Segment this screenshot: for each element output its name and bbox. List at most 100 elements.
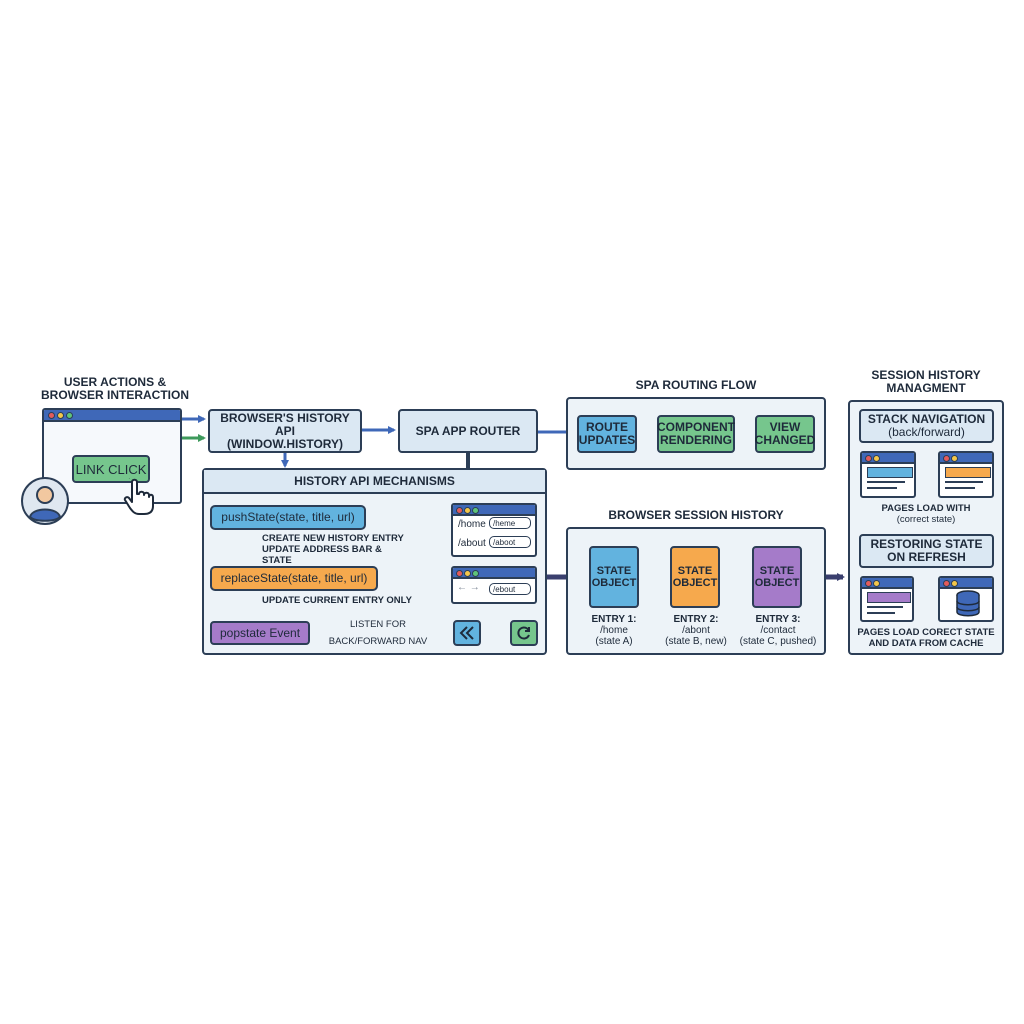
replace-window-dot-green [472, 570, 479, 577]
home-route-label: /home [458, 519, 486, 530]
double-chevron-left-icon [459, 626, 474, 640]
stack-page-window-right [938, 451, 994, 498]
entry3-caption-line3: (state C, pushed) [739, 636, 817, 647]
history-api-line2: (WINDOW.HISTORY) [227, 436, 343, 451]
database-icon [956, 590, 980, 617]
user-title-line1: USER ACTIONS & [63, 375, 167, 389]
entry1-caption-line2: /home [600, 625, 628, 636]
stack-left-line1 [867, 481, 905, 483]
popstate-label: popstate Event [219, 625, 301, 640]
push-result-window: /home /heme /about /aboot [451, 503, 537, 557]
spa-router-label: SPA APP ROUTER [415, 423, 521, 438]
entry2-caption-line2: /abont [682, 625, 710, 636]
push-desc-line1: CREATE NEW HISTORY ENTRY [262, 533, 404, 544]
restore-line-a [867, 606, 903, 608]
component-rendering-box: COMPONENT RENDERING [657, 415, 735, 453]
restoring-state-box: RESTORING STATE ON REFRESH [859, 534, 994, 568]
stack-navigation-box: STACK NAVIGATION (back/forward) [859, 409, 994, 443]
restore-description: PAGES LOAD CORECT STATE AND DATA FROM CA… [852, 627, 1000, 649]
push-window-dot-yellow [464, 507, 471, 514]
entry3-caption-line2: /contact [760, 625, 796, 636]
routing-title: SPA ROUTING FLOW [635, 378, 757, 392]
back-button[interactable] [453, 620, 481, 646]
stack-left-line2 [867, 487, 897, 489]
stack-desc-line2: (correct state) [896, 514, 956, 525]
entry2-obj-line2: OBJECT [672, 577, 718, 589]
history-api-box: BROWSER'S HISTORY API (WINDOW.HISTORY) [208, 409, 362, 453]
entry1-caption-line3: (state A) [595, 636, 633, 647]
entry3-obj-line1: STATE [759, 565, 795, 577]
push-window-dot-red [456, 507, 463, 514]
management-title: SESSION HISTORY MANAGMENT [848, 369, 1004, 395]
history-api-line1: BROWSER'S HISTORY API [220, 410, 350, 438]
route-updates-box: ROUTE UPDATES [577, 415, 637, 453]
entry1-obj-line2: OBJECT [591, 577, 637, 589]
listen-line1: LISTEN FOR [350, 619, 406, 630]
replace-url-field: /ebout [489, 583, 531, 595]
component-line1: COMPONENT [657, 420, 735, 434]
stack-left-highlight [867, 467, 913, 478]
management-title-line1: SESSION HISTORY [871, 368, 981, 382]
stack-page-window-left [860, 451, 916, 498]
stack-right-line1 [945, 481, 983, 483]
link-click-button[interactable]: LINK CLICK [72, 455, 150, 483]
session-title: BROWSER SESSION HISTORY [608, 508, 784, 522]
entry2-caption-line3: (state B, new) [665, 636, 727, 647]
restore-dot-red [865, 580, 872, 587]
pushstate-method: pushState(state, title, url) [210, 505, 366, 530]
listen-line2: BACK/FORWARD NAV [328, 636, 428, 647]
push-window-dot-green [472, 507, 479, 514]
stack-line2: (back/forward) [888, 425, 965, 439]
state-object-entry-1: STATE OBJECT [589, 546, 639, 608]
entry2-obj-line1: STATE [677, 565, 713, 577]
route-updates-line1: ROUTE [586, 420, 628, 434]
state-object-entry-3: STATE OBJECT [752, 546, 802, 608]
stack-line1: STACK NAVIGATION [867, 412, 986, 426]
refresh-button[interactable] [510, 620, 538, 646]
entry-1-caption: ENTRY 1: /home (state A) [579, 614, 649, 647]
about-url-field: /aboot [489, 536, 531, 548]
management-title-line2: MANAGMENT [886, 381, 966, 395]
replacestate-label: replaceState(state, title, url) [220, 571, 368, 585]
spa-router-box: SPA APP ROUTER [398, 409, 538, 453]
component-line2: RENDERING [659, 433, 732, 447]
restore-highlight [867, 592, 911, 603]
view-changed-line2: CHANGED [754, 433, 816, 447]
restore-desc-line2: AND DATA FROM CACHE [868, 638, 984, 649]
route-updates-line2: UPDATES [578, 433, 636, 447]
entry1-obj-line1: STATE [596, 565, 632, 577]
restore-dot-yellow [873, 580, 880, 587]
restore-line1: RESTORING STATE [870, 537, 983, 551]
user-title-line2: BROWSER INTERACTION [41, 388, 189, 402]
nav-arrows-icon: ← → [457, 582, 480, 593]
state-object-entry-2: STATE OBJECT [670, 546, 720, 608]
replacestate-method: replaceState(state, title, url) [210, 566, 378, 591]
entry-3-caption: ENTRY 3: /contact (state C, pushed) [737, 614, 819, 647]
home-url-field: /heme [489, 517, 531, 529]
stack-desc-line1: PAGES LOAD WITH [881, 503, 971, 514]
listen-description: LISTEN FOR BACK/FORWARD NAV [318, 619, 438, 647]
user-actions-title: USER ACTIONS & BROWSER INTERACTION [30, 376, 200, 402]
stack-right-dot-red [943, 455, 950, 462]
push-desc-line2: UPDATE ADDRESS BAR & STATE [262, 544, 382, 566]
user-avatar-icon [21, 477, 69, 525]
pushstate-description: CREATE NEW HISTORY ENTRY UPDATE ADDRESS … [262, 533, 412, 566]
restore-line-b [867, 612, 895, 614]
entry2-caption-line1: ENTRY 2: [673, 614, 719, 625]
cache-dot-red [943, 580, 950, 587]
stack-description: PAGES LOAD WITH (correct state) [852, 503, 1000, 525]
replace-result-window: ← → /ebout [451, 566, 537, 604]
cache-window [938, 576, 994, 622]
view-changed-line1: VIEW [769, 420, 801, 434]
mechanisms-title: HISTORY API MECHANISMS [204, 470, 545, 494]
view-changed-box: VIEW CHANGED [755, 415, 815, 453]
entry-2-caption: ENTRY 2: /abont (state B, new) [660, 614, 732, 647]
pointer-hand-icon [123, 478, 154, 515]
cache-dot-yellow [951, 580, 958, 587]
stack-right-dot-yellow [951, 455, 958, 462]
refresh-icon [517, 626, 530, 640]
about-route-label: /about [458, 538, 486, 549]
replacestate-description: UPDATE CURRENT ENTRY ONLY [262, 595, 412, 606]
window-maximize-dot [66, 412, 73, 419]
link-click-label: LINK CLICK [75, 461, 147, 477]
